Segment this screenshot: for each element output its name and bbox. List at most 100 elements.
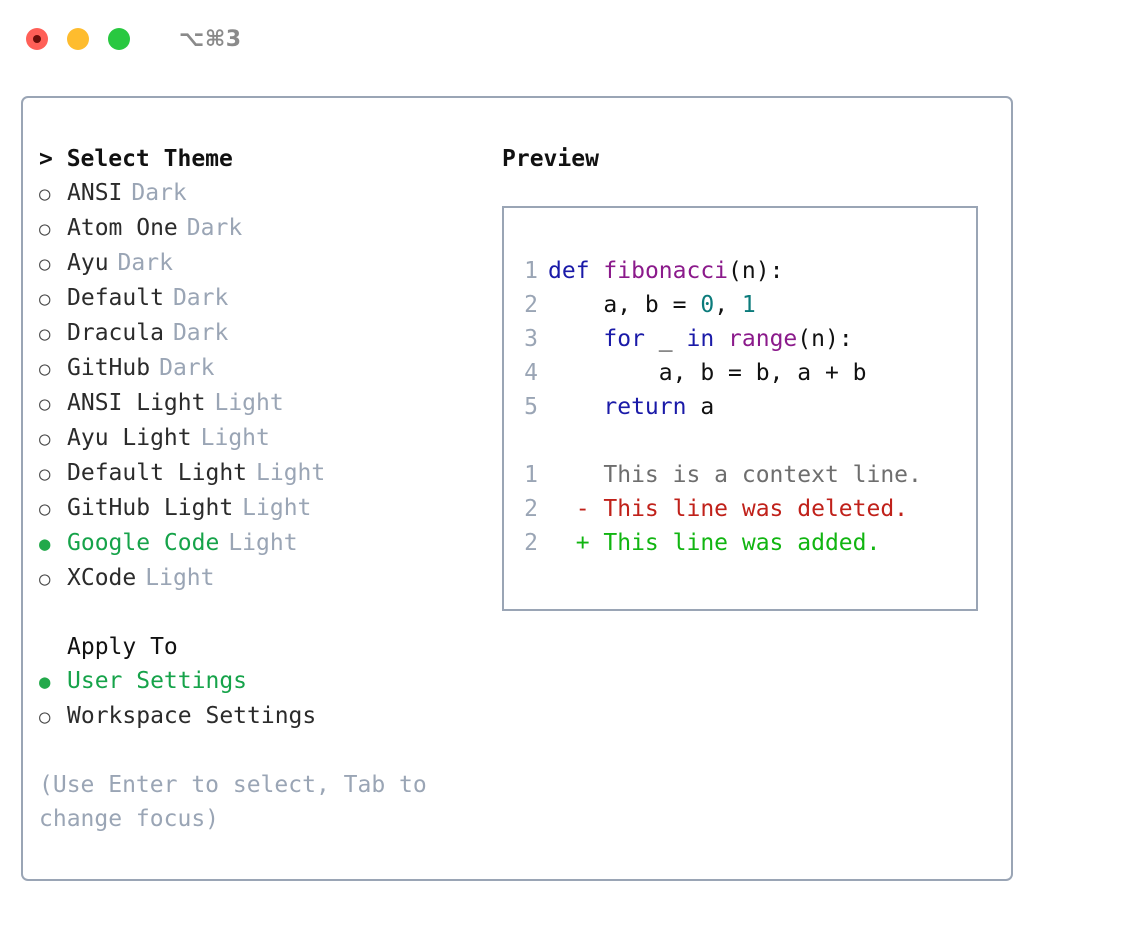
code-token: in <box>686 326 715 352</box>
theme-option-atom-one[interactable]: ○ Atom One Dark <box>39 211 489 246</box>
code-token: 1 <box>741 292 756 318</box>
code-line: 5 return a <box>504 390 976 424</box>
theme-option-github[interactable]: ○ GitHub Dark <box>39 351 489 386</box>
code-token: (n): <box>797 326 853 352</box>
code-token: a, b = <box>603 292 701 318</box>
diff-line-number: 2 <box>524 530 538 556</box>
theme-option-label: Default <box>67 285 164 311</box>
code-line-number: 1 <box>524 258 538 284</box>
code-token: a, b = b, a + b <box>658 360 867 386</box>
code-line-text: a, b = 0, 1 <box>548 288 756 322</box>
theme-option-label: XCode <box>67 565 137 591</box>
minimize-window-button[interactable] <box>67 28 89 50</box>
radio-unselected-icon: ○ <box>39 498 51 520</box>
code-token <box>590 258 604 284</box>
theme-option-xcode[interactable]: ○ XCode Light <box>39 561 489 596</box>
code-token: _ <box>644 326 687 352</box>
radio-unselected-icon: ○ <box>39 288 51 310</box>
select-theme-header: > Select Theme <box>39 146 233 172</box>
maximize-window-button[interactable] <box>108 28 130 50</box>
title-bar: ⌥⌘3 <box>0 0 1140 78</box>
code-line-text: for _ in range(n): <box>548 322 853 356</box>
code-token: a <box>686 394 715 420</box>
code-line: 3 for _ in range(n): <box>504 322 976 356</box>
traffic-lights <box>26 28 130 50</box>
diff-line: 1 This is a context line. <box>504 458 976 492</box>
theme-variant-tag: Light <box>242 495 312 521</box>
keyboard-hint-text: (Use Enter to select, Tab to change focu… <box>39 772 441 832</box>
radio-unselected-icon: ○ <box>39 183 51 205</box>
apply-to-option-workspace-settings[interactable]: ○Workspace Settings <box>39 699 489 734</box>
theme-variant-tag: Dark <box>172 285 229 311</box>
theme-variant-tag: Dark <box>172 320 229 346</box>
theme-option-label: GitHub <box>67 355 151 381</box>
theme-option-github-light[interactable]: ○ GitHub Light Light <box>39 491 489 526</box>
code-line-number: 3 <box>524 326 538 352</box>
theme-option-label: ANSI <box>67 180 123 206</box>
theme-variant-tag: Dark <box>159 355 215 381</box>
theme-option-label: Default Light <box>67 460 248 486</box>
code-token: 0 <box>700 292 715 318</box>
close-window-button[interactable] <box>26 28 48 50</box>
radio-selected-icon: ● <box>39 533 51 555</box>
theme-variant-tag: Light <box>200 425 270 451</box>
theme-option-ayu-light[interactable]: ○ Ayu Light Light <box>39 421 489 456</box>
code-token: (n): <box>728 258 784 284</box>
code-token <box>714 326 728 352</box>
code-token: for <box>603 326 645 352</box>
code-token: return <box>603 394 687 420</box>
theme-variant-tag: Dark <box>131 180 187 206</box>
radio-unselected-icon: ○ <box>39 393 51 415</box>
radio-selected-icon: ● <box>39 671 51 693</box>
apply-to-option-user-settings[interactable]: ● User Settings <box>39 664 489 699</box>
radio-unselected-icon: ○ <box>39 428 51 450</box>
code-line-text: def fibonacci(n): <box>548 254 783 288</box>
code-token: def <box>548 258 590 284</box>
apply-to-option-list: ● User Settings ○Workspace Settings <box>39 664 489 734</box>
diff-line-text: + This line was added. <box>548 530 881 556</box>
code-line-number: 2 <box>524 292 538 318</box>
code-line-number: 4 <box>524 360 538 386</box>
radio-unselected-icon: ○ <box>39 568 51 590</box>
diff-line-text: - This line was deleted. <box>548 496 909 522</box>
theme-option-label: ANSI Light <box>67 390 206 416</box>
code-line: 2 a, b = 0, 1 <box>504 288 976 322</box>
diff-sample: 1 This is a context line. 2 - This line w… <box>504 458 976 560</box>
theme-option-label: Ayu Light <box>67 425 192 451</box>
theme-variant-tag: Dark <box>117 250 173 276</box>
theme-option-label: Atom One <box>67 215 178 241</box>
radio-unselected-icon: ○ <box>39 218 51 240</box>
radio-unselected-icon: ○ <box>39 323 51 345</box>
apply-to-option-label: User Settings <box>67 668 248 694</box>
diff-line-number: 2 <box>524 496 538 522</box>
theme-variant-tag: Light <box>145 565 215 591</box>
code-token: range <box>728 326 798 352</box>
apply-to-option-label: Workspace Settings <box>67 703 317 729</box>
radio-unselected-icon: ○ <box>39 358 51 380</box>
theme-option-ansi[interactable]: ○ ANSI Dark <box>39 176 489 211</box>
theme-variant-tag: Dark <box>186 215 243 241</box>
code-token: fibonacci <box>603 258 729 284</box>
theme-variant-tag: Light <box>228 530 298 556</box>
theme-option-google-code[interactable]: ● Google Code Light <box>39 526 489 561</box>
diff-line-text: This is a context line. <box>548 462 922 488</box>
preview-title: Preview <box>502 146 599 172</box>
code-line-text: a, b = b, a + b <box>548 356 867 390</box>
theme-option-label: GitHub Light <box>67 495 234 521</box>
theme-option-label: Ayu <box>67 250 109 276</box>
theme-option-label: Google Code <box>67 530 220 556</box>
code-line-number: 5 <box>524 394 538 420</box>
theme-option-default[interactable]: ○ Default Dark <box>39 281 489 316</box>
apply-to-header: Apply To <box>67 634 178 660</box>
code-token: , <box>714 292 742 318</box>
